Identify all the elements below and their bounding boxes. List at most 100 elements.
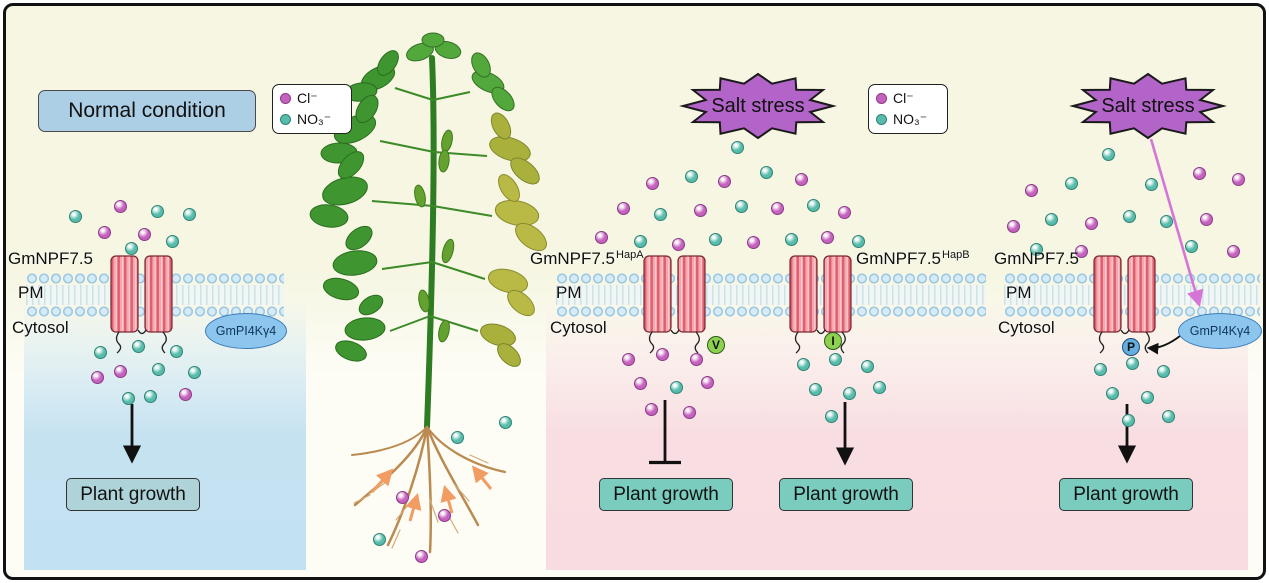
cl-ion: [1074, 244, 1088, 258]
no3-ion: [1161, 409, 1175, 423]
no3-ion: [121, 391, 135, 405]
cl-ion: [90, 370, 104, 384]
cl-ion: [633, 376, 647, 390]
no3-ion: [1044, 212, 1058, 226]
salt-stress-starburst-mid: [679, 72, 837, 140]
no3-ion: [143, 389, 157, 403]
cl-ion: [1231, 172, 1245, 186]
hapA-superscript: HapA: [616, 249, 644, 261]
no3-ion: [165, 234, 179, 248]
cytosol-label-left: Cytosol: [12, 318, 69, 337]
no3-ion: [1159, 214, 1173, 228]
no3-ion: [653, 207, 667, 221]
cl-ion: [645, 176, 659, 190]
no3-ion: [182, 207, 196, 221]
cl-ion: [1084, 216, 1098, 230]
no3-ion: [150, 204, 164, 218]
no3-ion: [828, 352, 842, 366]
cl-ion: [671, 237, 685, 251]
no3-ion: [796, 357, 810, 371]
legend-row-cl: Cl⁻: [280, 90, 344, 107]
plant-growth-label-hapB: Plant growth: [793, 483, 899, 505]
cl-ion: [794, 172, 808, 186]
cl-ion: [137, 227, 151, 241]
cl-ion: [644, 402, 658, 416]
transporter-label-hapB: GmNPF7.5HapB: [856, 249, 970, 269]
no3-ion: [860, 359, 874, 373]
cl-ion: [1192, 166, 1206, 180]
cytosol-label-right: Cytosol: [998, 318, 1055, 337]
uptake-arrows: [370, 465, 493, 522]
plant-growth-label-right: Plant growth: [1073, 483, 1179, 505]
no3-ion: [851, 234, 865, 248]
no3-ion: [708, 232, 722, 246]
no3-ion: [1105, 386, 1119, 400]
salt-stress-starburst-right: [1069, 72, 1227, 140]
cl-ion: [178, 387, 192, 401]
no3-ion: [1125, 356, 1139, 370]
legend-row-no3: NO₃⁻: [280, 111, 344, 128]
cl-ion: [1199, 212, 1213, 226]
no3-ion: [124, 241, 138, 255]
no3-ion: [1122, 209, 1136, 223]
kinase-to-phospho-arrow: [1146, 335, 1181, 355]
cl-ion: [616, 201, 630, 215]
no3-ion: [1184, 239, 1198, 253]
cytosol-label-mid: Cytosol: [550, 318, 607, 337]
no3-ion: [1101, 147, 1115, 161]
plant-growth-box-hapB: Plant growth: [779, 478, 913, 511]
cl-ion: [437, 508, 451, 522]
ion-legend-mid: Cl⁻ NO₃⁻: [868, 84, 948, 134]
no3-ion: [1121, 413, 1135, 427]
cl-ion: [689, 352, 703, 366]
normal-condition-label: Normal condition: [68, 99, 226, 122]
badge-letter: I: [831, 334, 835, 348]
hapB-base: GmNPF7.5: [856, 249, 942, 268]
cl-ion: [621, 352, 635, 366]
kinase-ellipse-left: GmPI4Kγ4: [205, 313, 287, 349]
hapA-base: GmNPF7.5: [530, 249, 616, 268]
cl-ion: [655, 347, 669, 361]
no3-ion: [169, 344, 183, 358]
no3-ion-icon: [876, 114, 887, 125]
stress-to-kinase-arrow: [1149, 138, 1204, 308]
no3-ion: [93, 345, 107, 359]
kinase-label-right: GmPI4Kγ4: [1189, 324, 1251, 338]
cl-ion: [700, 375, 714, 389]
no3-ion: [824, 409, 838, 423]
cl-ion: [717, 174, 731, 188]
cl-ion: [837, 205, 851, 219]
phospho-badge-P: P: [1122, 338, 1140, 356]
transporter-label-left: GmNPF7.5: [8, 249, 94, 268]
no3-ion: [734, 199, 748, 213]
cl-ion-icon: [876, 93, 887, 104]
no3-ion: [1156, 364, 1170, 378]
legend-row-cl: Cl⁻: [876, 90, 940, 107]
cl-ion: [414, 549, 428, 563]
no3-ion: [498, 415, 512, 429]
salt-stress-label-mid: Salt stress: [711, 94, 805, 117]
no3-ion: [1093, 362, 1107, 376]
no3-ion: [1144, 177, 1158, 191]
pm-label-right: PM: [1006, 283, 1032, 302]
no3-ion: [842, 386, 856, 400]
cl-ion: [1024, 183, 1038, 197]
no3-ion: [784, 232, 798, 246]
kinase-label-left: GmPI4Kγ4: [215, 324, 277, 338]
cl-ion: [1226, 244, 1240, 258]
cl-ion: [746, 235, 760, 249]
cl-ion: [395, 490, 409, 504]
cl-ion: [682, 405, 696, 419]
cl-ion-icon: [280, 93, 291, 104]
roots: [351, 425, 507, 554]
cl-ion: [97, 225, 111, 239]
cl-ion: [1006, 219, 1020, 233]
variant-badge-V: V: [707, 336, 725, 354]
no3-label: NO₃⁻: [893, 111, 928, 127]
no3-ion: [1064, 176, 1078, 190]
no3-ion: [1029, 242, 1043, 256]
no3-ion: [808, 382, 822, 396]
no3-ion: [131, 339, 145, 353]
